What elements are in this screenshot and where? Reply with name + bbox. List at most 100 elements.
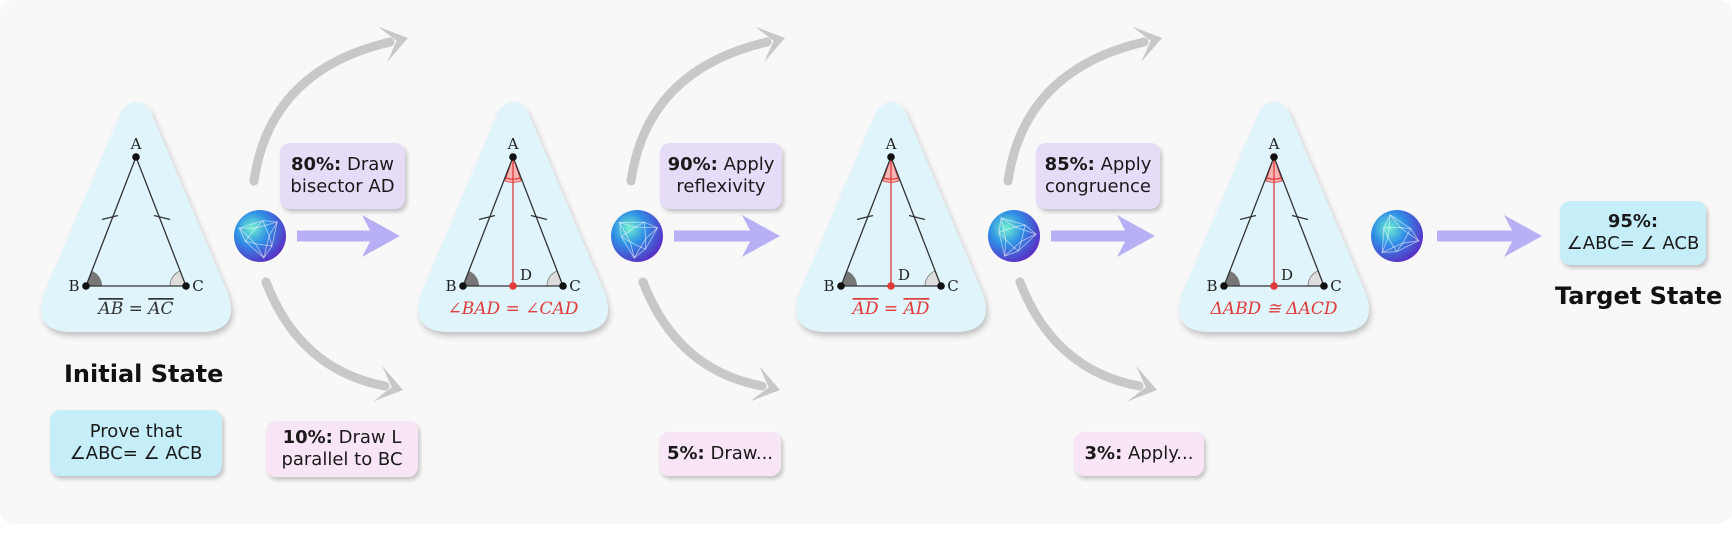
alternative-box-3: 3%: Apply... [1074, 432, 1204, 476]
model-sphere-3 [988, 210, 1040, 262]
label-d: D [520, 266, 532, 284]
label-c: C [947, 277, 958, 295]
caption-right: AD [902, 299, 930, 319]
label-b: B [823, 277, 834, 295]
sphere-mesh-line [1004, 233, 1037, 257]
action-3-line2: congruence [1044, 176, 1151, 197]
model-sphere-2 [611, 210, 663, 262]
target-text: ∠ABC= ∠ ACB [1566, 233, 1700, 254]
vertex-a [1270, 153, 1278, 161]
model-sphere-1 [234, 210, 286, 262]
tick-ac [908, 214, 926, 221]
tick-ac [1291, 214, 1309, 221]
state-caption-1: AB = AC [96, 299, 173, 319]
sphere-mesh-line [1017, 224, 1026, 252]
action-2-line2: reflexivity [676, 176, 766, 197]
state-caption-3: AD = AD [851, 299, 930, 319]
vertex-d [509, 282, 517, 290]
angle-b-marker [841, 271, 858, 286]
branch-down-arrowhead-2 [750, 366, 780, 402]
caption-op: = [878, 299, 903, 319]
branch-down-arrow-2 [638, 277, 767, 391]
sphere-body [988, 210, 1040, 262]
vertex-a [132, 153, 140, 161]
alt-3-line1: Apply... [1128, 443, 1194, 464]
tick-ab [1239, 214, 1257, 221]
branch-down-arrowhead-3 [1127, 366, 1157, 402]
action-1-pct: 80%: [290, 154, 342, 175]
label-d: D [1281, 266, 1293, 284]
angle-b-marker [86, 271, 103, 286]
vertex-d [887, 282, 895, 290]
target-state-label: Target State [1555, 282, 1723, 310]
state-panel-background-1 [41, 102, 231, 332]
branch-down-arrowhead-1 [373, 366, 403, 402]
label-b: B [445, 277, 456, 295]
caption-left: AD [851, 299, 879, 319]
action-1-line1: Draw [347, 154, 395, 175]
alternative-box-1: 10%: Draw L parallel to BC [266, 421, 418, 477]
vertex-c [937, 282, 945, 290]
action-2-line1: Apply [723, 154, 775, 175]
alt-2-line1: Draw... [710, 443, 774, 464]
tick-ac [153, 214, 171, 221]
vertex-c [559, 282, 567, 290]
sphere-mesh-line [633, 227, 658, 259]
sphere-mesh-line [262, 220, 273, 247]
vertex-c [182, 282, 190, 290]
branch-up-arrow-1 [249, 37, 395, 186]
caption-op: = [500, 299, 525, 319]
tick-ab [101, 214, 119, 221]
caption-right: ∠CAD [525, 299, 579, 319]
branch-up-arrow-3 [1003, 37, 1149, 186]
target-pct: 95%: [1607, 211, 1659, 232]
caption-right: ΔACD [1285, 299, 1338, 319]
action-3-pct: 85%: [1044, 154, 1095, 175]
label-a: A [1268, 135, 1280, 153]
action-1-line2: bisector AD [290, 176, 395, 197]
action-box-1: 80%: Draw bisector AD [280, 143, 405, 209]
alt-1-pct: 10%: [282, 427, 333, 448]
action-box-2: 90%: Apply reflexivity [660, 143, 782, 209]
branch-up-arrow-2 [626, 37, 772, 186]
goal-line-1: Prove that [89, 421, 183, 442]
label-a: A [507, 135, 519, 153]
vertex-b [82, 282, 90, 290]
angle-b-marker [1224, 271, 1241, 286]
branch-down-arrow-1 [261, 277, 390, 391]
goal-box: Prove that ∠ABC= ∠ ACB [50, 410, 222, 476]
main-arrowhead-1 [362, 215, 400, 257]
label-a: A [130, 135, 142, 153]
label-c: C [569, 277, 580, 295]
vertex-c [1320, 282, 1328, 290]
tick-ab [856, 214, 874, 221]
action-box-3: 85%: Apply congruence [1036, 143, 1160, 209]
alternative-box-2: 5%: Draw... [659, 432, 781, 476]
model-sphere-4 [1371, 210, 1423, 262]
target-box: 95%: ∠ABC= ∠ ACB [1560, 201, 1706, 265]
sphere-body [611, 210, 663, 262]
caption-left: ΔABD [1210, 299, 1262, 319]
state-caption-2: ∠BAD = ∠CAD [448, 299, 579, 319]
sphere-mesh-line [643, 222, 647, 250]
alt-1-line1: Draw L [338, 427, 402, 448]
initial-state-label: Initial State [64, 360, 224, 388]
main-arrowhead-2 [742, 215, 780, 257]
action-3-line1: Apply [1100, 154, 1152, 175]
vertex-b [459, 282, 467, 290]
sphere-mesh-line [263, 221, 278, 259]
alt-1-line2: parallel to BC [281, 449, 403, 470]
action-2-pct: 90%: [667, 154, 718, 175]
sphere-mesh-line [1382, 240, 1419, 253]
branch-up-arrowhead-2 [755, 26, 785, 62]
main-arrowhead-4 [1504, 215, 1542, 257]
label-c: C [192, 277, 203, 295]
vertex-a [887, 153, 895, 161]
sphere-mesh-line [1396, 228, 1412, 252]
vertex-d [1270, 282, 1278, 290]
triangle-abc [85, 155, 187, 287]
main-arrowhead-3 [1117, 215, 1155, 257]
